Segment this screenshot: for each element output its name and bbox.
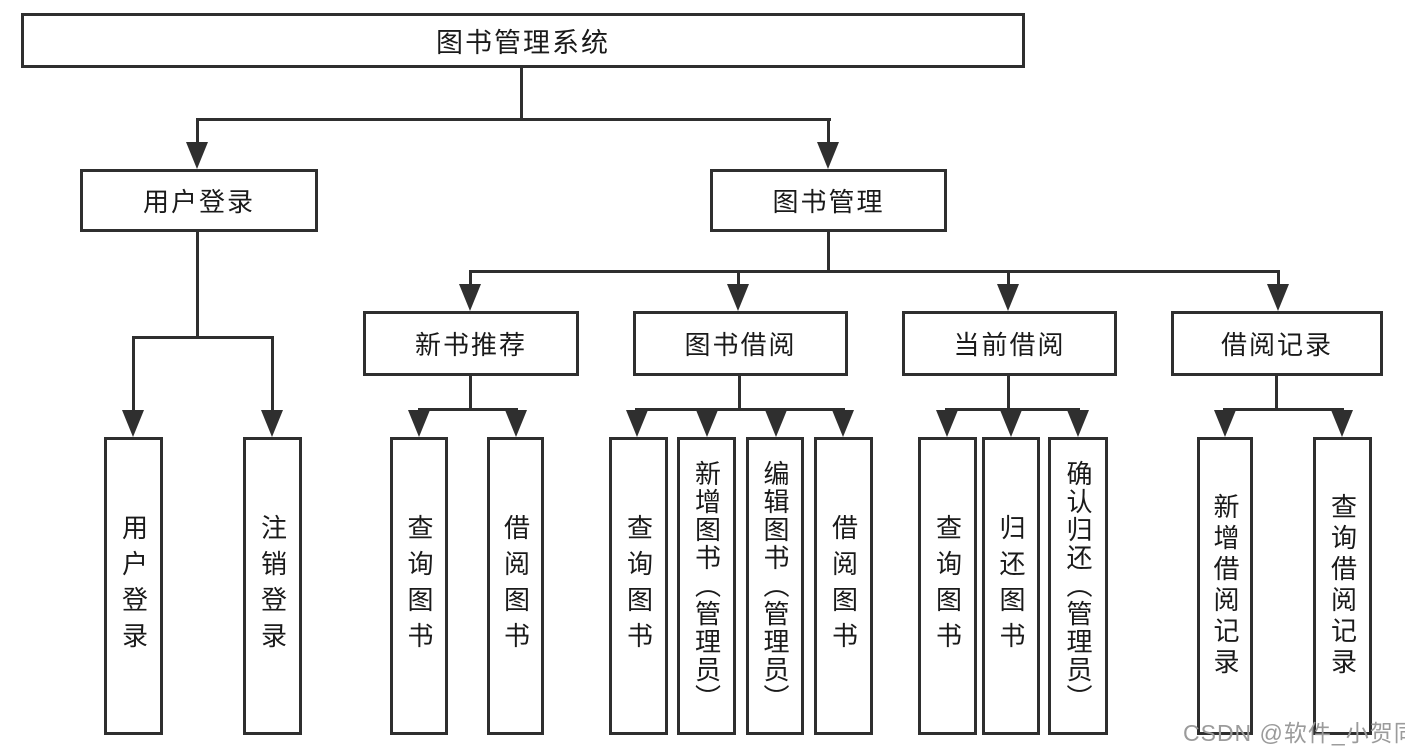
leaf-return-book-label: 归还图书: [996, 514, 1026, 658]
arrow-to-current-borrowing: [997, 270, 1019, 311]
leaf-user-login: 用户登录: [104, 437, 163, 735]
connector-level3-rail: [469, 270, 1280, 273]
arrow-to-leaf-logout: [261, 336, 283, 437]
leaf-logout-label: 注销登录: [257, 514, 288, 658]
arrow-to-leaf-edit-book-admin: [765, 408, 787, 437]
connector-new-book-recommend-rail: [418, 408, 518, 411]
leaf-borrow-book-recommend-label: 借阅图书: [500, 514, 531, 658]
node-borrowing-records-label: 借阅记录: [1220, 330, 1333, 360]
leaf-query-book-recommend-label: 查询图书: [404, 514, 434, 658]
leaf-query-book-current: 查询图书: [918, 437, 977, 735]
leaf-add-book-admin: 新增图书（管理员）: [677, 437, 736, 735]
arrow-to-leaf-add-book-admin: [696, 408, 718, 437]
connector-book-borrowing-stem: [738, 376, 741, 411]
arrow-to-user-login: [186, 118, 208, 169]
connector-user-login-rail: [132, 336, 274, 339]
node-user-login: 用户登录: [80, 169, 318, 232]
leaf-confirm-return-admin-label: 确认归还（管理员）: [1063, 460, 1093, 712]
arrow-to-new-book-recommend: [459, 270, 481, 311]
connector-user-login-stem: [196, 232, 199, 339]
node-root: 图书管理系统: [21, 13, 1025, 68]
arrow-to-leaf-user-login: [122, 336, 144, 437]
leaf-add-borrow-record-label: 新增借阅记录: [1210, 493, 1240, 679]
leaf-edit-book-admin-label: 编辑图书（管理员）: [760, 460, 790, 712]
connector-current-borrowing-stem: [1007, 376, 1010, 411]
connector-borrowing-records-stem: [1275, 376, 1278, 411]
arrow-to-leaf-query-book-recommend: [408, 408, 430, 437]
node-root-label: 图书管理系统: [436, 28, 610, 58]
leaf-query-book-borrowing-label: 查询图书: [623, 514, 654, 658]
node-new-book-recommend: 新书推荐: [363, 311, 579, 376]
connector-book-management-stem: [827, 232, 830, 273]
leaf-query-book-recommend: 查询图书: [390, 437, 448, 735]
node-current-borrowing-label: 当前借阅: [953, 330, 1066, 360]
arrow-to-leaf-borrow-book-recommend: [505, 408, 527, 437]
node-new-book-recommend-label: 新书推荐: [414, 330, 527, 360]
leaf-borrow-book-label: 借阅图书: [828, 514, 859, 658]
watermark: CSDN @软件_小贺同学: [1183, 720, 1405, 746]
connector-current-borrowing-rail: [945, 408, 1080, 411]
arrow-to-leaf-query-book-borrowing: [626, 408, 648, 437]
connector-borrowing-records-rail: [1223, 408, 1344, 411]
arrow-to-leaf-borrow-book: [832, 408, 854, 437]
arrow-to-book-management: [817, 118, 839, 169]
leaf-query-book-borrowing: 查询图书: [609, 437, 668, 735]
leaf-user-login-label: 用户登录: [118, 514, 149, 658]
arrow-to-leaf-confirm-return-admin: [1067, 408, 1089, 437]
leaf-add-borrow-record: 新增借阅记录: [1197, 437, 1253, 735]
connector-root-stem: [520, 68, 523, 121]
leaf-query-borrow-record: 查询借阅记录: [1313, 437, 1372, 735]
leaf-query-borrow-record-label: 查询借阅记录: [1327, 493, 1358, 679]
arrow-to-book-borrowing: [727, 270, 749, 311]
leaf-borrow-book-recommend: 借阅图书: [487, 437, 544, 735]
node-book-management: 图书管理: [710, 169, 947, 232]
leaf-borrow-book: 借阅图书: [814, 437, 873, 735]
arrow-to-leaf-return-book: [1000, 408, 1022, 437]
leaf-query-book-current-label: 查询图书: [932, 514, 963, 658]
node-book-borrowing-label: 图书借阅: [684, 330, 797, 360]
leaf-return-book: 归还图书: [982, 437, 1040, 735]
leaf-confirm-return-admin: 确认归还（管理员）: [1048, 437, 1108, 735]
connector-level2-rail: [196, 118, 831, 121]
arrow-to-leaf-add-borrow-record: [1214, 408, 1236, 437]
leaf-add-book-admin-label: 新增图书（管理员）: [691, 460, 722, 712]
arrow-to-borrowing-records: [1267, 270, 1289, 311]
arrow-to-leaf-query-book-current: [936, 408, 958, 437]
node-borrowing-records: 借阅记录: [1171, 311, 1383, 376]
node-book-borrowing: 图书借阅: [633, 311, 848, 376]
node-book-management-label: 图书管理: [772, 187, 885, 217]
arrow-to-leaf-query-borrow-record: [1331, 408, 1353, 437]
connector-new-book-recommend-stem: [469, 376, 472, 411]
connector-book-borrowing-rail: [635, 408, 845, 411]
leaf-logout: 注销登录: [243, 437, 302, 735]
node-user-login-label: 用户登录: [142, 187, 255, 217]
leaf-edit-book-admin: 编辑图书（管理员）: [746, 437, 804, 735]
node-current-borrowing: 当前借阅: [902, 311, 1117, 376]
